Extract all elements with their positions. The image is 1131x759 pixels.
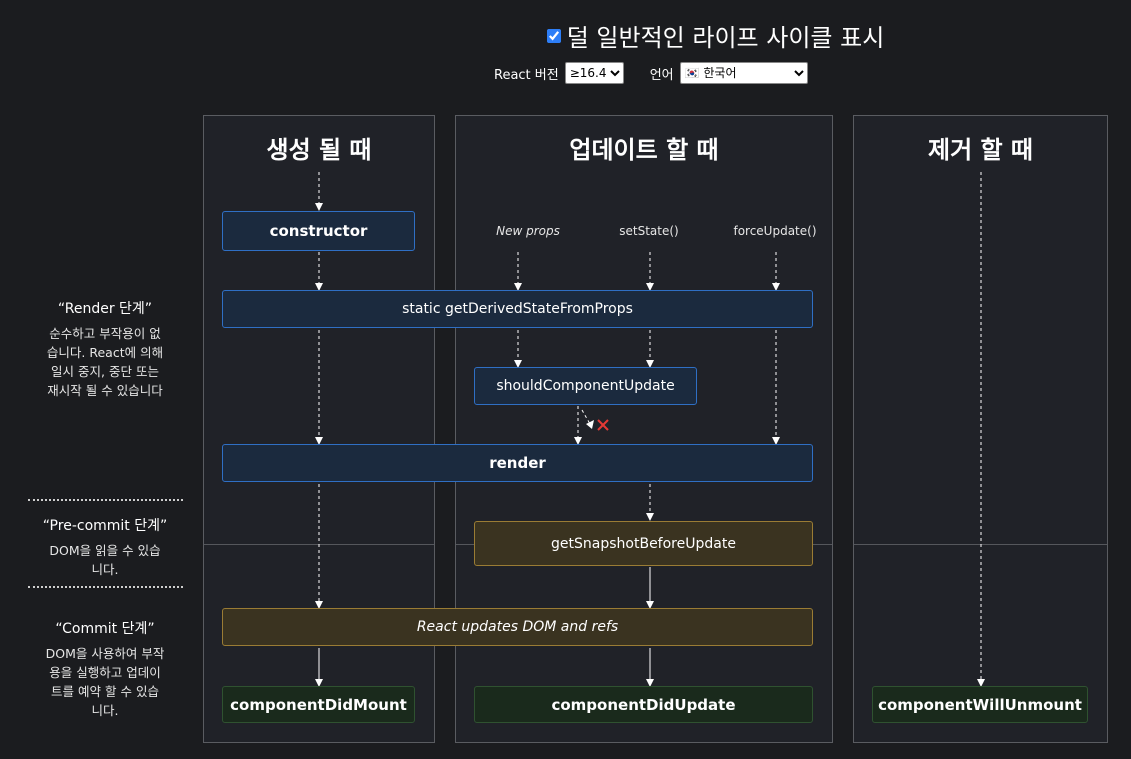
render-phase-line: 습니다. React에 의해 <box>46 345 164 360</box>
version-select[interactable]: ≥16.4 <box>564 62 624 84</box>
precommit-phase-note: “Pre-commit 단계” DOM을 읽을 수 있습 니다. <box>25 515 185 579</box>
less-common-label: 덜 일반적인 라이프 사이클 표시 <box>566 24 885 52</box>
commit-phase-line: 니다. <box>91 703 119 718</box>
render-phase-line: 일시 중지, 중단 또는 <box>51 364 159 379</box>
render-phase-line: 순수하고 부작용이 없 <box>49 326 161 341</box>
get-snapshot-box[interactable]: getSnapshotBeforeUpdate <box>474 521 813 566</box>
arrow-head <box>315 679 323 687</box>
react-updates-dom-box: React updates DOM and refs <box>222 608 813 646</box>
commit-phase-line: 트를 예약 할 수 있습 <box>51 684 159 699</box>
header: 덜 일반적인 라이프 사이클 표시 <box>0 18 1131 53</box>
less-common-checkbox[interactable] <box>546 28 561 43</box>
set-state-trigger: setState() <box>619 224 679 238</box>
mount-column-title: 생성 될 때 <box>266 136 372 164</box>
unmount-column: 제거 할 때 <box>853 115 1108 743</box>
force-update-trigger: forceUpdate() <box>733 224 817 238</box>
arrow-head <box>646 360 654 368</box>
arrow-head <box>977 679 985 687</box>
unmount-column-title: 제거 할 때 <box>927 136 1034 164</box>
arrow-head <box>586 420 594 429</box>
commit-phase-title: “Commit 단계” <box>55 621 155 637</box>
commit-phase-line: 용을 실행하고 업데이 <box>49 665 161 680</box>
arrow-head <box>574 437 582 445</box>
version-label: React 버전 <box>494 67 559 83</box>
render-phase-line: 재시작 될 수 있습니다 <box>47 383 163 398</box>
precommit-phase-line: DOM을 읽을 수 있습 <box>49 543 161 558</box>
new-props-trigger: New props <box>496 224 560 238</box>
arrow-head <box>646 601 654 609</box>
component-will-unmount-box[interactable]: componentWillUnmount <box>872 686 1088 723</box>
language-select[interactable]: 🇰🇷 한국어 <box>679 62 808 84</box>
get-derived-state-box[interactable]: static getDerivedStateFromProps <box>222 290 813 328</box>
cross-icon <box>597 419 609 431</box>
phase-separator <box>28 586 183 588</box>
controls: React 버전 ≥16.4 언어 🇰🇷 한국어 <box>494 62 808 84</box>
render-phase-desc: 순수하고 부작용이 없 습니다. React에 의해 일시 중지, 중단 또는 … <box>25 324 185 400</box>
constructor-box[interactable]: constructor <box>222 211 415 251</box>
precommit-phase-line: 니다. <box>91 562 119 577</box>
component-did-mount-box[interactable]: componentDidMount <box>222 686 415 723</box>
show-less-common-toggle[interactable]: 덜 일반적인 라이프 사이클 표시 <box>546 18 885 53</box>
render-box[interactable]: render <box>222 444 813 482</box>
update-column-title: 업데이트 할 때 <box>569 136 719 164</box>
arrow-head <box>514 283 522 291</box>
render-phase-title: “Render 단계” <box>57 301 153 317</box>
arrow-head <box>514 360 522 368</box>
language-label: 언어 <box>649 67 674 83</box>
precommit-phase-desc: DOM을 읽을 수 있습 니다. <box>25 541 185 579</box>
arrow-head <box>315 437 323 445</box>
phase-separator <box>28 499 183 501</box>
component-did-update-box[interactable]: componentDidUpdate <box>474 686 813 723</box>
commit-phase-note: “Commit 단계” DOM을 사용하여 부작 용을 실행하고 업데이 트를 … <box>25 618 185 720</box>
arrow-head <box>315 203 323 211</box>
should-component-update-box[interactable]: shouldComponentUpdate <box>474 367 697 405</box>
arrow-head <box>772 283 780 291</box>
arrow-head <box>646 679 654 687</box>
arrow-head <box>315 283 323 291</box>
arrow-head <box>315 601 323 609</box>
commit-phase-line: DOM을 사용하여 부작 <box>45 646 165 661</box>
render-phase-note: “Render 단계” 순수하고 부작용이 없 습니다. React에 의해 일… <box>25 298 185 400</box>
arrow <box>581 409 591 425</box>
arrow-head <box>646 283 654 291</box>
precommit-phase-title: “Pre-commit 단계” <box>42 518 168 534</box>
commit-phase-desc: DOM을 사용하여 부작 용을 실행하고 업데이 트를 예약 할 수 있습 니다… <box>25 644 185 720</box>
arrow-head <box>772 437 780 445</box>
arrow-head <box>646 513 654 521</box>
